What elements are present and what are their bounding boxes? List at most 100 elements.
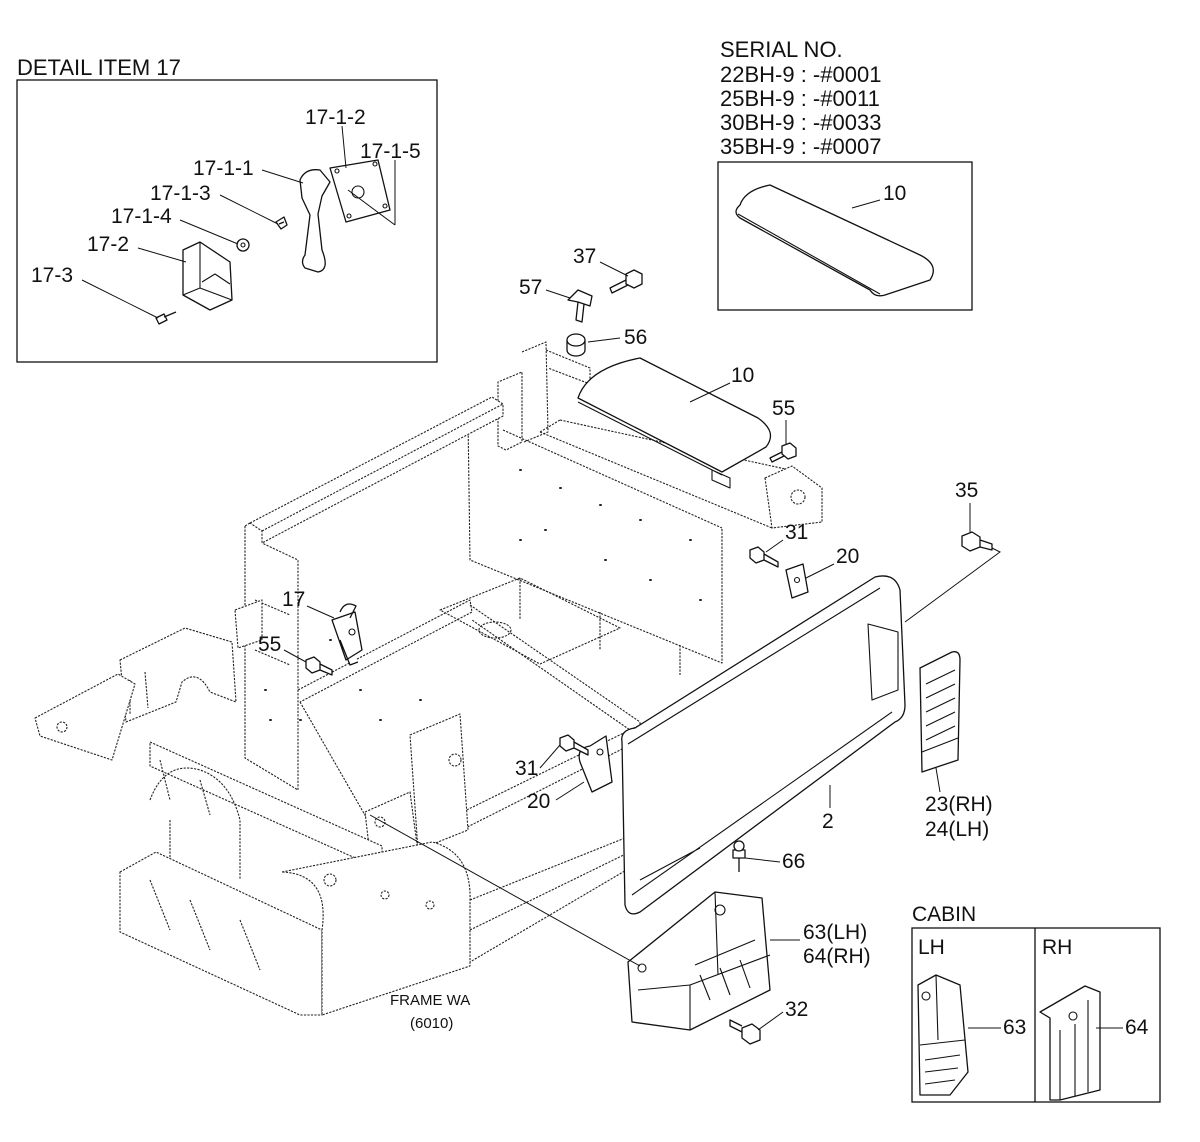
frame-left-arch: [149, 767, 241, 880]
frame-assembly: [34, 341, 823, 1016]
latch-cover-17-2: [182, 241, 233, 311]
leader-serial-10: [851, 199, 881, 209]
main-parts: [305, 269, 993, 1045]
label-17: 17: [282, 588, 305, 611]
serial-inset: SERIAL NO. 22BH-9 : -#0001 25BH-9 : -#00…: [717, 37, 973, 311]
serial-box: [717, 161, 973, 311]
main-labels: 37 57 56 10 55 35 31 20 17 55 31 20 2 23…: [258, 245, 993, 1032]
serial-line-3: 30BH-9 : -#0033: [720, 110, 881, 135]
leader-17-3: [81, 279, 159, 319]
cabin-cover-rh: [1039, 985, 1101, 1101]
screw-17-3: [155, 311, 177, 325]
label-20-upper: 20: [836, 545, 859, 568]
label-23-rh: 23(RH): [925, 793, 993, 816]
leader-17-1-5: [347, 160, 396, 226]
frame-foot-plate: [34, 673, 136, 761]
clip-66-head: [733, 840, 745, 852]
serial-line-2: 25BH-9 : -#0011: [720, 86, 880, 111]
side-panel-2-detail: [627, 587, 899, 896]
latch-plate-hole-2: [372, 161, 378, 167]
cabin-label-64: 64: [1125, 1016, 1149, 1039]
label-17-1-1: 17-1-1: [193, 157, 254, 180]
cabin-cover-rh-hole: [1068, 1011, 1078, 1021]
washer-17-1-4-hole: [240, 242, 246, 248]
latch-plate-hole-1: [334, 168, 340, 174]
serial-line-1: 22BH-9 : -#0001: [720, 62, 881, 87]
frame-rear-bracket: [497, 341, 591, 451]
bracket-57: [567, 289, 593, 323]
detail-title: DETAIL ITEM 17: [17, 55, 181, 80]
bracket-20-upper-hole: [793, 576, 801, 584]
latch-plate-hole-4: [346, 213, 352, 219]
serial-hood-10: [735, 184, 934, 297]
serial-hood-10-hinge: [737, 213, 881, 295]
detail-item-17: DETAIL ITEM 17 17-1-2 17-1-5 17-1-1 17-1…: [16, 55, 438, 363]
frame-chassis-hole-2: [425, 900, 435, 910]
cabin-cover-lh-detail: [919, 974, 966, 1085]
bolt-55-upper: [769, 442, 797, 463]
leader-23-24: [935, 767, 941, 793]
leader-17-1-2: [341, 125, 347, 169]
bolt-37: [609, 269, 643, 294]
leader-20-lower: [555, 781, 585, 801]
frame-chassis-floor: [469, 831, 641, 963]
label-17-1-4: 17-1-4: [111, 205, 172, 228]
frame-chassis-hole-large: [323, 873, 337, 887]
label-31-upper: 31: [785, 521, 808, 544]
side-panel-2: [621, 575, 906, 915]
label-37: 37: [573, 245, 596, 268]
label-55-lower: 55: [258, 633, 281, 656]
cabin-cover-rh-detail: [1059, 1000, 1089, 1100]
leader-32: [757, 1011, 784, 1031]
bolt-31-lower: [559, 734, 589, 756]
label-10: 10: [731, 364, 754, 387]
frame-center-platform: [439, 577, 621, 665]
cabin-box: [911, 927, 1161, 1103]
bracket-20-lower-hole: [596, 748, 604, 756]
label-64-rh: 64(RH): [803, 945, 871, 968]
bushing-56: [566, 333, 586, 357]
label-17-2: 17-2: [87, 233, 129, 256]
leader-17-1-4: [179, 219, 239, 245]
frame-top-rail: [249, 396, 504, 544]
frame-front-left-bracket: [119, 627, 237, 723]
frame-hinge-bracket-hole: [790, 489, 806, 505]
latch-cover-17-2-detail: [182, 242, 233, 301]
cover-63-64-hole: [714, 904, 726, 916]
detail-box: [16, 79, 438, 363]
spring-17-1-3: [275, 216, 288, 230]
washer-17-1-4: [236, 238, 250, 252]
latch-plate-17-1-2: [329, 159, 391, 223]
cover-63-64-detail: [637, 891, 771, 1030]
label-55-upper: 55: [772, 397, 795, 420]
label-31-lower: 31: [515, 757, 538, 780]
bolt-35: [961, 531, 993, 552]
leader-17-1-3: [219, 194, 279, 225]
cabin-lh-heading: LH: [918, 936, 945, 959]
grille-23-24-slats: [921, 669, 959, 753]
leader-37: [599, 261, 629, 277]
leader-35-to-panel: [904, 547, 1001, 623]
hood-10: [577, 357, 772, 473]
leader-57: [545, 289, 571, 299]
frame-chassis-left: [119, 851, 323, 1016]
label-17-1-2: 17-1-2: [305, 106, 366, 129]
hood-10-hinge: [577, 401, 731, 489]
serial-heading: SERIAL NO.: [720, 37, 843, 62]
leader-17-1-1: [261, 169, 304, 184]
cabin-cover-lh-hole: [921, 991, 931, 1001]
frame-center-platform-slot: [478, 621, 512, 639]
serial-label-10: 10: [883, 182, 906, 205]
frame-chassis-hole-1: [380, 890, 390, 900]
frame-name: FRAME WA: [390, 992, 470, 1009]
main-leader-lines: [283, 261, 1001, 1031]
label-57: 57: [519, 276, 542, 299]
label-20-lower: 20: [527, 790, 550, 813]
leader-10: [689, 382, 731, 403]
frame-back-wall: [467, 417, 723, 675]
serial-line-4: 35BH-9 : -#0007: [720, 134, 881, 159]
leader-17: [306, 605, 335, 619]
leader-31-lower: [539, 744, 561, 769]
latch-17: [331, 603, 363, 666]
